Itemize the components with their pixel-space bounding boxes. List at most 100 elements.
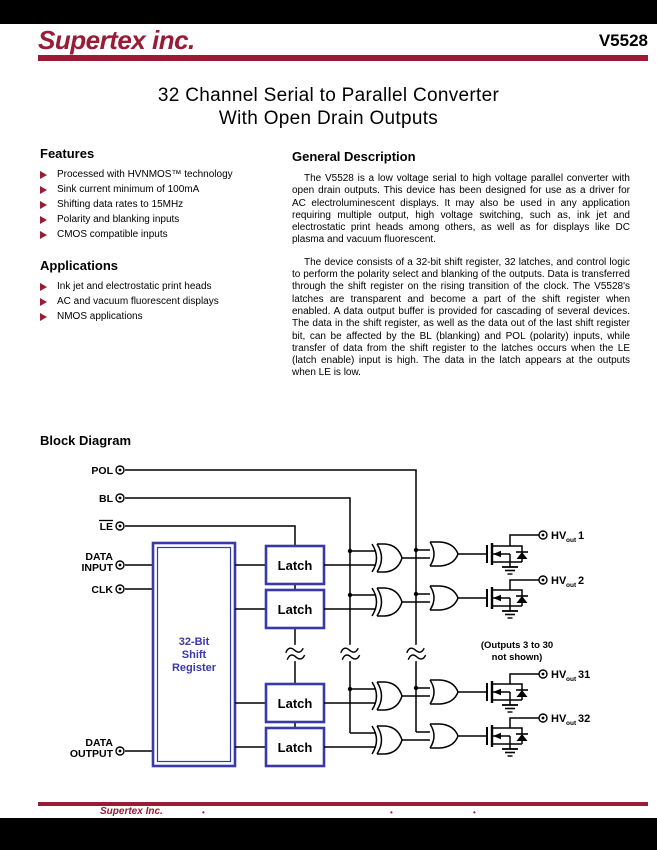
description-paragraph-1: The V5528 is a low voltage serial to hig… <box>292 173 630 246</box>
outputs-note-line-2: not shown) <box>492 652 543 663</box>
le-terminal <box>115 521 125 531</box>
feature-text: Sink current minimum of 100mA <box>57 184 200 195</box>
bl-label: BL <box>99 493 114 505</box>
footer-bullet: • <box>390 808 393 817</box>
applications-list: Ink jet and electrostatic print heads AC… <box>40 282 290 322</box>
triangle-bullet-icon <box>40 171 47 179</box>
out-subscript: out <box>566 537 577 544</box>
hv-prefix: HV <box>551 669 567 681</box>
top-black-bar <box>0 0 657 24</box>
output-number: 2 <box>578 575 584 587</box>
application-text: Ink jet and electrostatic print heads <box>57 281 212 292</box>
latch-label: Latch <box>278 696 313 711</box>
applications-section: Applications Ink jet and electrostatic p… <box>40 258 290 327</box>
output-terminal <box>538 575 548 585</box>
triangle-bullet-icon <box>40 216 47 224</box>
general-description-heading: General Description <box>292 149 416 164</box>
out-subscript: out <box>566 720 577 727</box>
document-title: 32 Channel Serial to Parallel Converter … <box>0 84 657 130</box>
pol-wire <box>125 469 417 732</box>
features-list: Processed with HVNMOS™ technology Sink c… <box>40 170 290 240</box>
drain-wires <box>509 534 539 728</box>
bl-wire <box>125 497 351 733</box>
out-subscript: out <box>566 582 577 589</box>
output-terminal <box>538 669 548 679</box>
feature-text: Polarity and blanking inputs <box>57 214 180 225</box>
xor-gate-icon <box>371 543 403 573</box>
data-input-label-1: DATA <box>85 551 113 563</box>
features-heading: Features <box>40 146 95 161</box>
mosfet-icon <box>485 723 530 758</box>
triangle-bullet-icon <box>40 313 47 321</box>
feature-text: Shifting data rates to 15MHz <box>57 199 184 210</box>
block-diagram-svg: POL BL LE DATA INPUT CLK DATA OUTPUT <box>70 465 590 768</box>
bl-junction-dots <box>347 548 353 692</box>
latch-output-wires <box>324 564 376 748</box>
application-text: NMOS applications <box>57 311 143 322</box>
register-tap-wires <box>235 564 266 748</box>
xor-gate-icon <box>371 725 403 755</box>
bottom-black-bar <box>0 818 657 850</box>
title-line-2: With Open Drain Outputs <box>218 108 439 129</box>
supertex-logo: Supertex inc. <box>38 25 195 55</box>
triangle-bullet-icon <box>40 186 47 194</box>
xor-gate-icon <box>371 587 403 617</box>
shift-register-label-3: Register <box>172 662 217 674</box>
clk-terminal <box>115 584 125 594</box>
part-number: V5528 <box>598 31 648 50</box>
pol-junction-dots <box>413 547 419 691</box>
out-subscript: out <box>566 676 577 683</box>
or-gate-icon <box>429 723 459 749</box>
output-number: 31 <box>578 669 590 681</box>
xor-output-wires <box>402 557 430 741</box>
le-wire <box>125 525 296 546</box>
outputs-note: (Outputs 3 to 30 not shown) <box>481 640 553 663</box>
feature-item: Sink current minimum of 100mA <box>40 185 290 195</box>
latch-label: Latch <box>278 558 313 573</box>
latch-label: Latch <box>278 602 313 617</box>
data-input-label-2: INPUT <box>82 562 114 574</box>
feature-item: CMOS compatible inputs <box>40 230 290 240</box>
hv-prefix: HV <box>551 713 567 725</box>
bl-branch-wires <box>350 550 376 734</box>
or-gate-icon <box>429 541 459 567</box>
footer-rule <box>38 802 648 806</box>
header-rule <box>38 55 648 61</box>
feature-item: Polarity and blanking inputs <box>40 215 290 225</box>
break-mark-icon <box>402 642 430 664</box>
or-gate-icon <box>429 679 459 705</box>
mosfet-icon <box>485 585 530 620</box>
features-section: Features Processed with HVNMOS™ technolo… <box>40 146 290 245</box>
xor-gate-icon <box>371 681 403 711</box>
clk-label: CLK <box>91 584 113 596</box>
output-number: 32 <box>578 713 590 725</box>
data-output-terminal <box>115 746 125 756</box>
output-labels: HV out 1 HV out 2 HV out 31 HV out 32 <box>551 530 590 727</box>
hv-prefix: HV <box>551 530 567 542</box>
data-output-label-1: DATA <box>85 737 113 749</box>
pol-label: POL <box>91 465 113 477</box>
feature-item: Shifting data rates to 15MHz <box>40 200 290 210</box>
footer-bullet: • <box>202 808 205 817</box>
input-pin-labels: POL BL LE DATA INPUT CLK DATA OUTPUT <box>70 465 114 760</box>
output-number: 1 <box>578 530 584 542</box>
footer-bullet: • <box>473 808 476 817</box>
latch-label: Latch <box>278 740 313 755</box>
triangle-bullet-icon <box>40 298 47 306</box>
break-mark-icon <box>281 642 309 664</box>
feature-text: Processed with HVNMOS™ technology <box>57 169 233 180</box>
shift-register-label-2: Shift <box>182 649 207 661</box>
application-item: NMOS applications <box>40 312 290 322</box>
triangle-bullet-icon <box>40 283 47 291</box>
application-text: AC and vacuum fluorescent displays <box>57 296 219 307</box>
mosfet-icon <box>485 541 530 576</box>
shift-register-label-1: 32-Bit <box>179 636 210 648</box>
block-diagram-section: Block Diagram <box>40 433 131 457</box>
title-line-1: 32 Channel Serial to Parallel Converter <box>157 85 500 106</box>
application-item: AC and vacuum fluorescent displays <box>40 297 290 307</box>
feature-text: CMOS compatible inputs <box>57 229 168 240</box>
data-input-terminal <box>115 560 125 570</box>
feature-item: Processed with HVNMOS™ technology <box>40 170 290 180</box>
output-terminal <box>538 530 548 540</box>
